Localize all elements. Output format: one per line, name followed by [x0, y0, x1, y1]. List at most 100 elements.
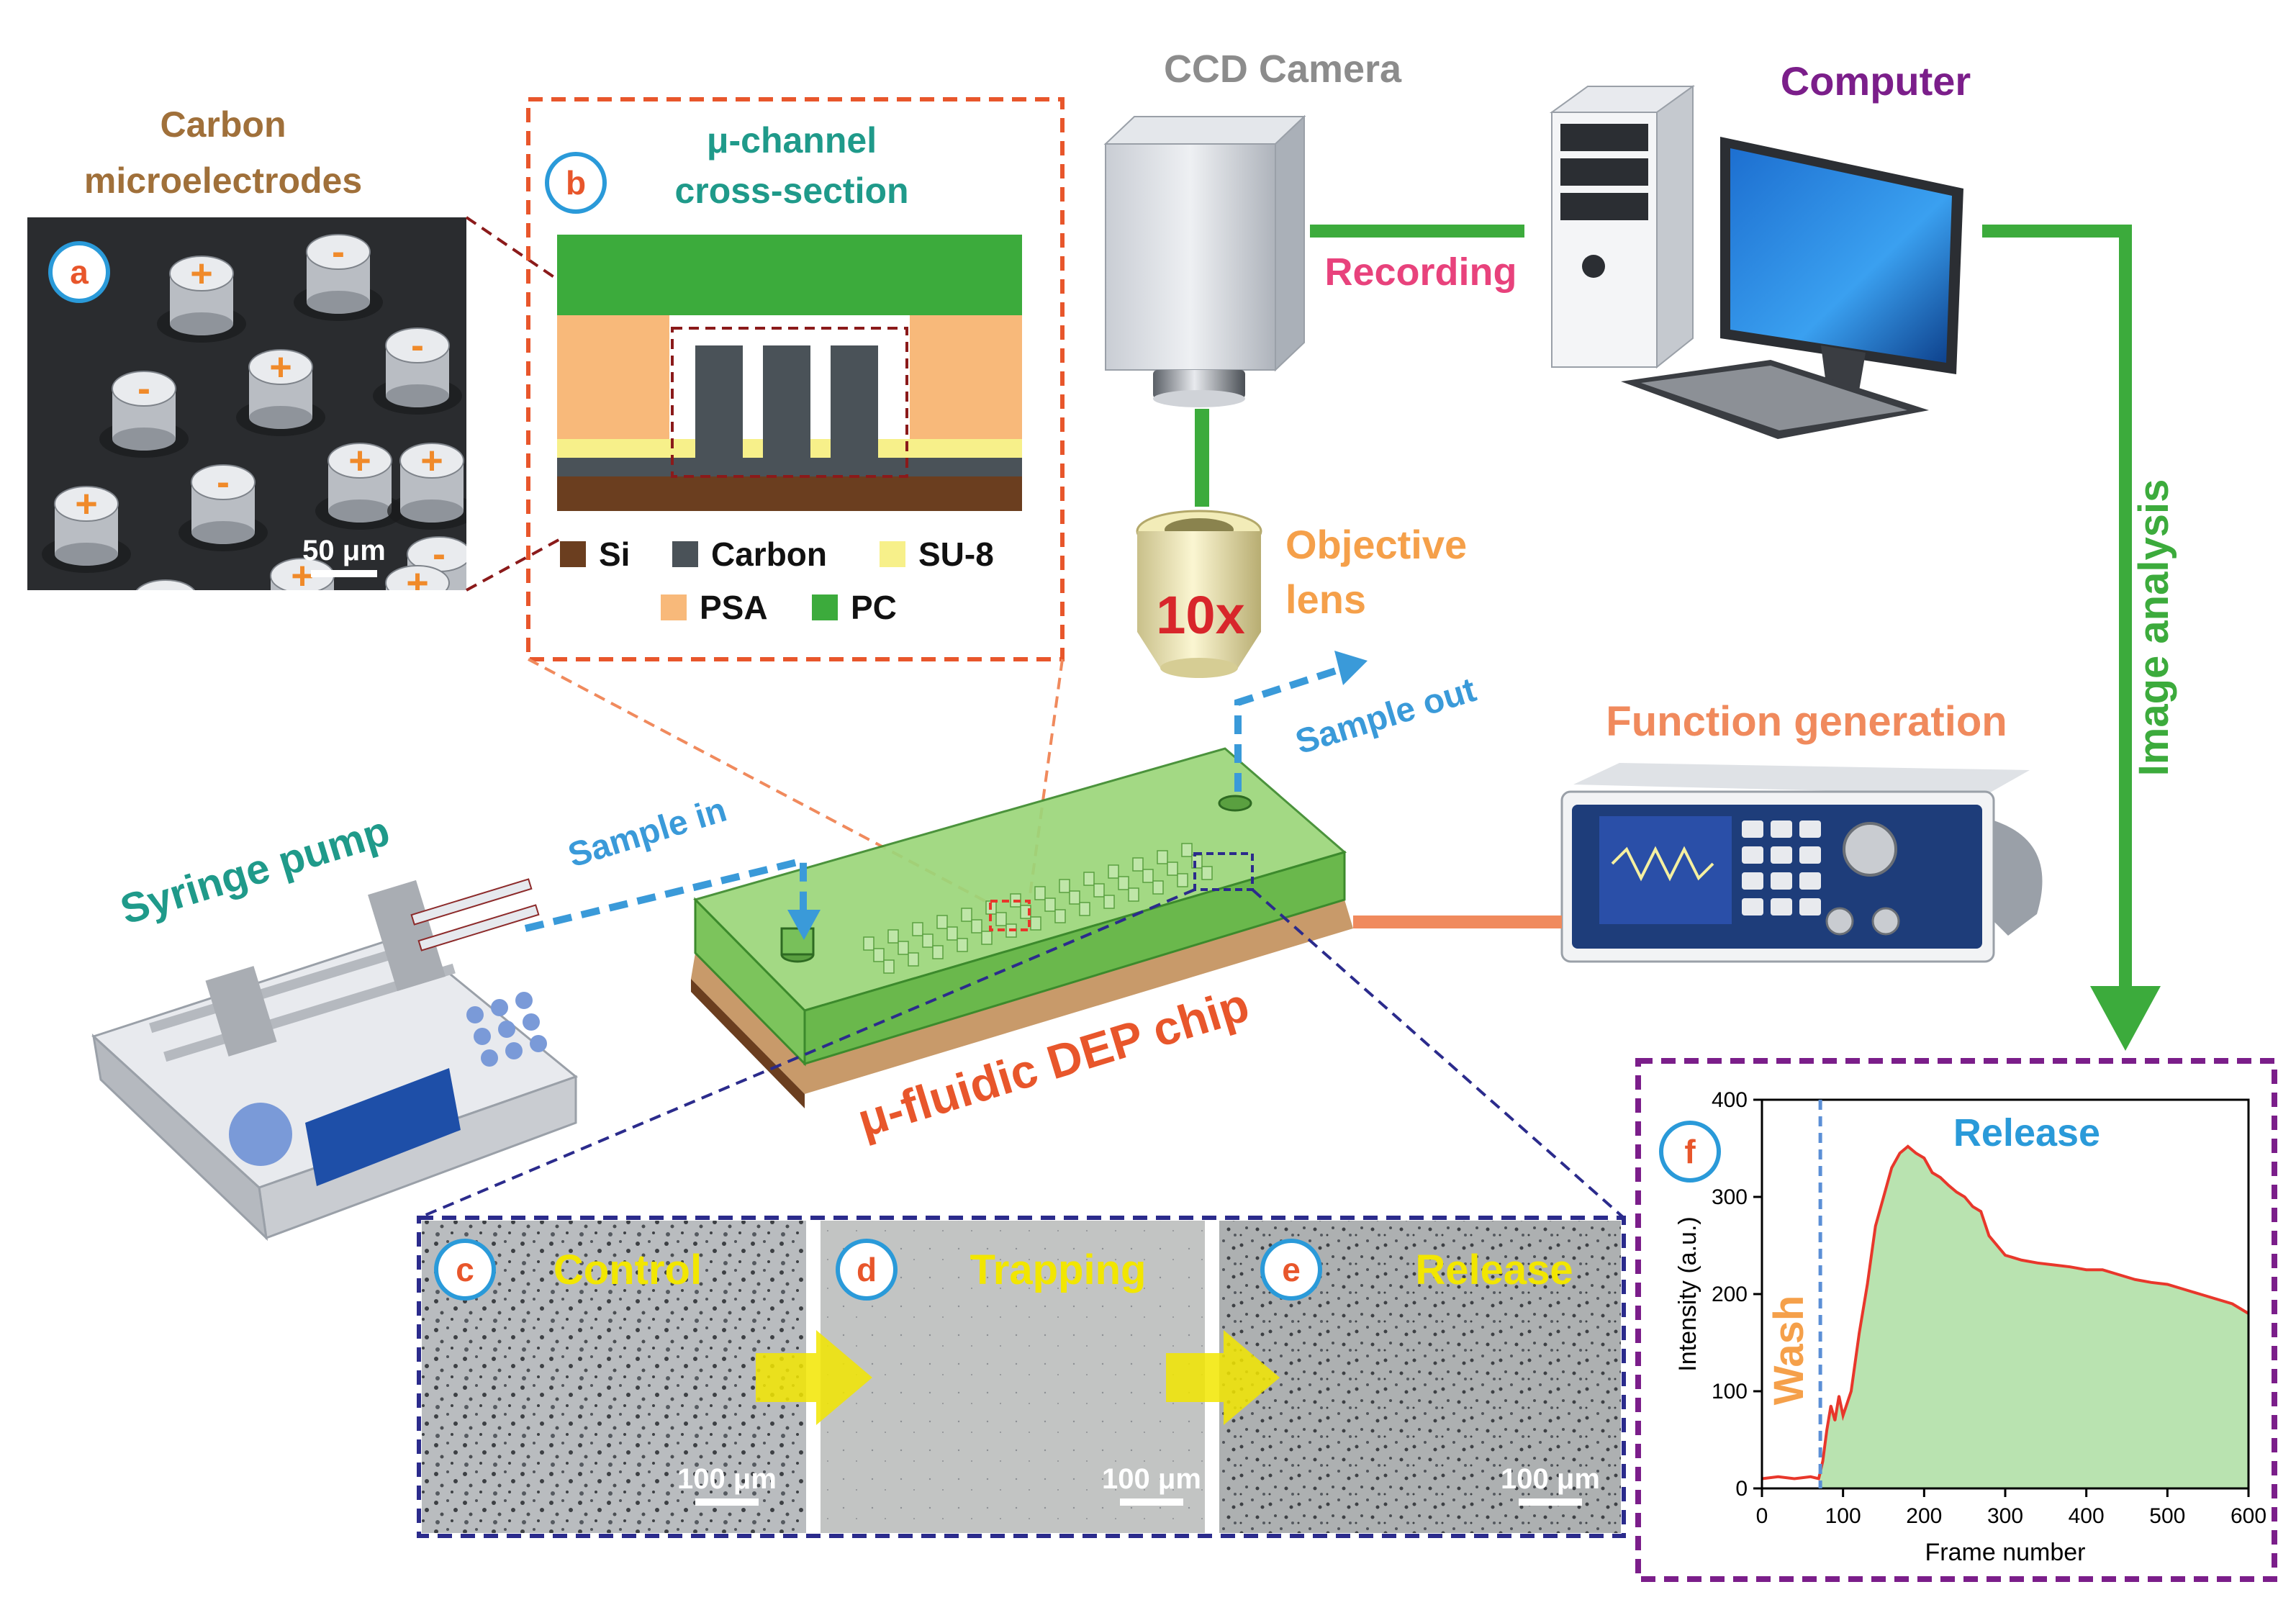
tower-front [1551, 112, 1658, 368]
intensity-point [2133, 1278, 2136, 1281]
intensity-point [2069, 1265, 2071, 1268]
chip-electrode [1157, 850, 1168, 864]
chip-electrode [863, 936, 874, 951]
legend-label-su8: SU-8 [918, 535, 994, 573]
intensity-point [1922, 1157, 1925, 1159]
sample-out-arrowhead [1334, 651, 1368, 685]
intensity-point [1899, 1152, 1902, 1154]
intensity-point [1858, 1332, 1861, 1334]
chip-electrode [946, 926, 958, 941]
objective-tip [1160, 658, 1238, 678]
electrode-pillar: - [99, 367, 189, 458]
intensity-point [1809, 1475, 1812, 1478]
legend-swatch-pc [812, 594, 838, 620]
electrode-polarity: - [137, 367, 150, 410]
y-tick-label: 400 [1712, 1088, 1748, 1112]
power-button [1582, 255, 1605, 278]
function-generator: Function generation [1560, 698, 2043, 963]
intensity-point [2182, 1288, 2185, 1290]
intensity-point [2118, 1273, 2120, 1276]
intensity-point [1830, 1404, 1832, 1407]
micrographs: c Control 100 μm d Trapping 100 μm e Rel… [417, 1216, 1626, 1538]
intensity-point [1890, 1167, 1893, 1169]
micrograph-control-scale-bar [695, 1498, 759, 1506]
su8-gap-2 [743, 448, 763, 458]
micrograph-trapping-scale: 100 μm [1102, 1463, 1201, 1495]
tower-side [1656, 85, 1694, 369]
drive-bay-2 [1560, 158, 1648, 186]
intensity-point [1971, 1206, 1974, 1208]
micrograph-control-title: Control [553, 1247, 702, 1293]
computer-analysis-link [1982, 225, 2161, 1051]
fg-knob [1843, 822, 1897, 877]
electrode-pillar: - [294, 230, 383, 321]
electrode-polarity: - [433, 533, 446, 576]
pump-left [91, 1033, 268, 1242]
syringe-barrel-2 [417, 904, 540, 951]
chip-electrode [1201, 866, 1213, 880]
intensity-point [1939, 1176, 1942, 1179]
ccd-camera: CCD Camera [1103, 48, 1402, 407]
electrode-pillar: - [135, 576, 196, 590]
micrograph-trapping-title: Trapping [970, 1247, 1147, 1293]
x-axis-label: Frame number [1925, 1539, 2086, 1566]
computer: Computer [1549, 58, 1971, 439]
x-tick-label: 300 [1987, 1504, 2023, 1528]
fg-output-1 [1825, 907, 1854, 936]
syringe-barrel-1 [410, 878, 533, 926]
electrode-pillar: - [373, 324, 462, 415]
electrode-pillar: + [157, 252, 246, 343]
chip-electrode [1152, 880, 1164, 895]
camera-label: CCD Camera [1164, 48, 1402, 91]
su8-gap-4 [878, 448, 900, 458]
panel-b-badge [545, 152, 607, 214]
chip-electrode [1142, 869, 1154, 883]
electrode-pillar: + [387, 439, 466, 530]
fg-output-2 [1871, 907, 1900, 936]
panel-f-badge-label: f [1684, 1133, 1696, 1170]
zoom-lines-chip-micrographs [418, 888, 1625, 1219]
chip-electrode [1054, 909, 1066, 923]
arrow-control-to-trapping [756, 1330, 872, 1425]
chip-electrode [883, 959, 895, 974]
chip-green-side [803, 850, 1346, 1066]
sample-out-label: Sample out [1291, 671, 1481, 761]
objective-lens: 10x Objective lens [1136, 510, 1467, 678]
intensity-point [1996, 1244, 1999, 1247]
objective-label-line2: lens [1285, 577, 1366, 622]
sample-in-arrow [524, 856, 807, 932]
release-label: Release [1953, 1111, 2100, 1154]
chip-zoom-box [989, 900, 1031, 931]
intensity-point [2215, 1298, 2218, 1301]
panel-b-title-line2: cross-section [674, 171, 908, 211]
pump-dpad [229, 1103, 292, 1166]
chip-electrode [1118, 876, 1129, 890]
camera-computer-link [1310, 225, 1524, 238]
intensity-point [1931, 1171, 1934, 1174]
channel-outline [671, 327, 908, 478]
intensity-point [1793, 1478, 1796, 1480]
micrograph-release-badge-label: e [1282, 1251, 1301, 1288]
carbon-post-2 [763, 345, 810, 476]
intensity-point [2231, 1303, 2233, 1305]
computer-label: Computer [1781, 58, 1971, 104]
chip-electrode [1079, 902, 1090, 916]
intensity-point [1825, 1429, 1828, 1432]
scale-bar-a-label: 50 μm [302, 535, 386, 566]
electrode-pillar: + [42, 482, 131, 573]
recording-label: Recording [1324, 250, 1517, 294]
panel-f-badge [1659, 1121, 1721, 1183]
legend-label-carbon: Carbon [711, 535, 827, 573]
chip-outlet-zoom-box [1193, 852, 1254, 891]
chip-electrode [873, 948, 885, 962]
micrograph-control-badge-label: c [456, 1251, 474, 1288]
legend-label-psa: PSA [700, 589, 768, 626]
x-tick-label: 500 [2149, 1504, 2185, 1528]
intensity-point [2085, 1268, 2088, 1271]
chip-electrode [1103, 895, 1115, 909]
x-tick-label: 100 [1825, 1504, 1861, 1528]
legend-label-pc: PC [851, 589, 897, 626]
camera-lens-ring [1153, 390, 1245, 407]
